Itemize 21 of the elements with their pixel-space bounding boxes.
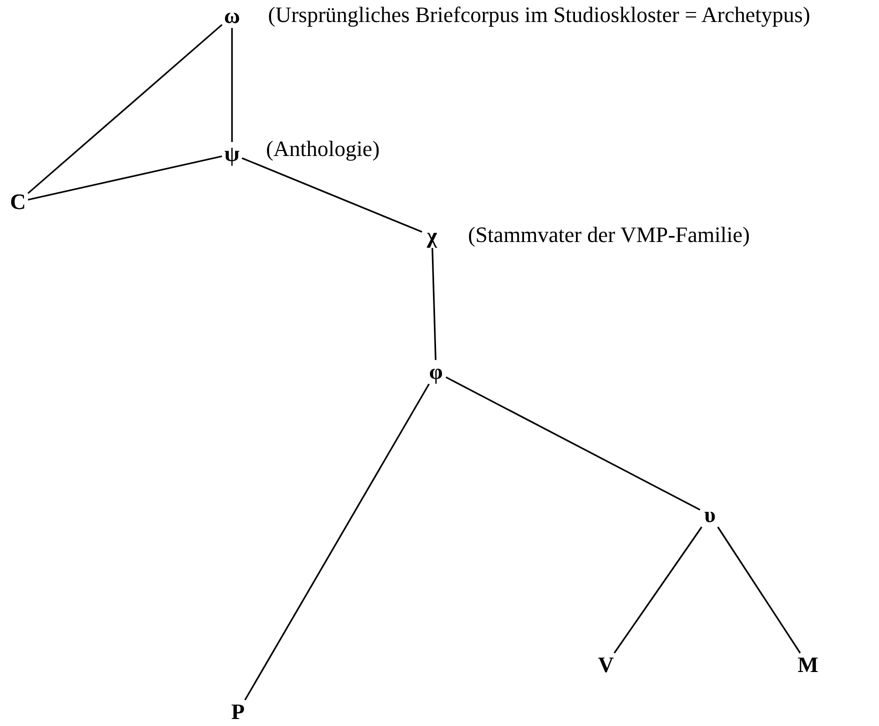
stemma-line (242, 157, 422, 233)
stemma-line (27, 24, 223, 194)
stemma-line (446, 376, 700, 510)
stemma-line (244, 384, 430, 700)
stemma-line (231, 28, 233, 142)
manuscript-siglum: ψ (222, 142, 242, 166)
stemma-line (717, 526, 801, 654)
manuscript-siglum: M (798, 653, 818, 677)
siglum-description: (Stammvater der VMP-Familie) (468, 222, 751, 248)
manuscript-siglum: ω (222, 4, 242, 28)
manuscript-siglum: C (8, 190, 28, 214)
siglum-description: (Ursprüngliches Briefcorpus im Studioskloster = Archetypus) (268, 2, 812, 28)
stemma-line (432, 248, 436, 360)
stemma-line (614, 526, 702, 654)
siglum-description: (Anthologie) (266, 136, 381, 162)
manuscript-siglum: υ (700, 503, 720, 527)
manuscript-siglum: χ (422, 224, 442, 248)
stemma-line (28, 155, 222, 201)
manuscript-siglum: P (228, 700, 248, 724)
manuscript-siglum: φ (426, 360, 446, 384)
manuscript-siglum: V (596, 653, 616, 677)
